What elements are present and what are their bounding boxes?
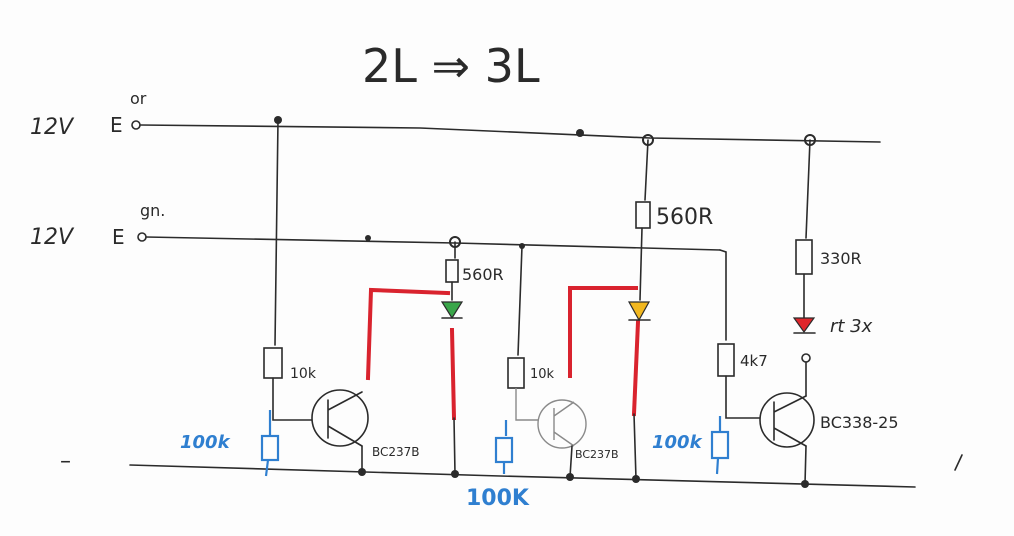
transistor-1-symbol <box>327 391 363 447</box>
stage3-emitter <box>804 445 807 485</box>
pen-mark <box>954 454 963 471</box>
led3-note: rt 3x <box>830 316 873 337</box>
pulldown-1-wire <box>264 459 270 477</box>
collector-node <box>801 353 811 363</box>
resistor-pulldown-1 <box>260 434 280 462</box>
mid-rail-tag: gn. <box>140 201 165 220</box>
top-rail-terminal-circle <box>131 120 141 130</box>
resistor-base-3 <box>717 343 735 377</box>
resistor-led-3 <box>795 239 813 275</box>
led-red <box>792 317 816 334</box>
resistor-led-1-label: 560R <box>462 265 504 284</box>
stage2-base-wire <box>515 388 548 421</box>
red-wire-2 <box>449 327 457 421</box>
transistor-1-label: BC237B <box>372 445 420 459</box>
transistor-3-symbol <box>773 395 807 447</box>
resistor-led-2-label: 560R <box>656 205 713 230</box>
led-yellow <box>627 301 651 322</box>
stage3-base-wire <box>725 375 763 419</box>
resistor-led-1 <box>445 259 459 283</box>
red-wire-1 <box>365 287 451 381</box>
red-wire-3 <box>568 286 638 378</box>
diagram-title: 2L ⇒ 3L <box>362 39 540 93</box>
junction-dot <box>576 129 584 137</box>
resistor-pulldown-2-label: 100K <box>466 486 530 511</box>
resistor-base-2 <box>507 357 525 389</box>
top-rail-voltage: 12V <box>30 115 75 140</box>
transistor-2-label: BC237B <box>575 448 619 461</box>
led3-feed <box>805 139 811 239</box>
resistor-led-3-label: 330R <box>820 249 862 268</box>
mid-rail-terminal-circle <box>137 232 147 242</box>
stage2-drop <box>633 413 637 480</box>
transistor-3 <box>759 392 815 448</box>
pulldown-3-wire <box>715 457 720 475</box>
resistor-pulldown-2 <box>494 436 514 464</box>
mid-rail-wire <box>145 236 721 251</box>
top-rail-wire <box>139 124 881 143</box>
top-rail-terminal: E <box>110 113 123 137</box>
stage2-emitter <box>569 445 573 478</box>
resistor-base-1 <box>263 347 283 379</box>
transistor-3-label: BC338-25 <box>820 413 899 432</box>
resistor-pulldown-3 <box>710 430 730 460</box>
ground-rail-wire <box>129 464 916 488</box>
resistor-base-2-label: 10k <box>530 367 555 382</box>
red-wire-4 <box>631 319 641 417</box>
led2-wire <box>639 227 643 301</box>
stage1-drop <box>453 417 456 475</box>
mid-rail-terminal: E <box>112 225 125 249</box>
junction-dot <box>365 235 371 241</box>
transistor-2 <box>537 399 587 449</box>
transistor-1 <box>311 389 369 447</box>
led-green <box>440 301 464 320</box>
top-rail-tag: or <box>130 89 147 108</box>
resistor-base-3-label: 4k7 <box>740 352 768 370</box>
stage2-base-feed <box>517 245 523 356</box>
stage1-base-wire <box>272 377 319 421</box>
resistor-pulldown-3-label: 100k <box>652 432 703 453</box>
transistor-2-symbol <box>553 401 575 447</box>
stage3-base-feed <box>719 249 727 341</box>
resistor-led-2 <box>635 201 651 229</box>
ground-symbol: – <box>60 449 71 474</box>
stage1-base-feed <box>274 119 279 346</box>
mid-rail-voltage: 12V <box>30 225 75 250</box>
resistor-pulldown-1-label: 100k <box>180 432 231 453</box>
resistor-base-1-label: 10k <box>290 366 317 382</box>
led2-feed <box>644 139 649 201</box>
